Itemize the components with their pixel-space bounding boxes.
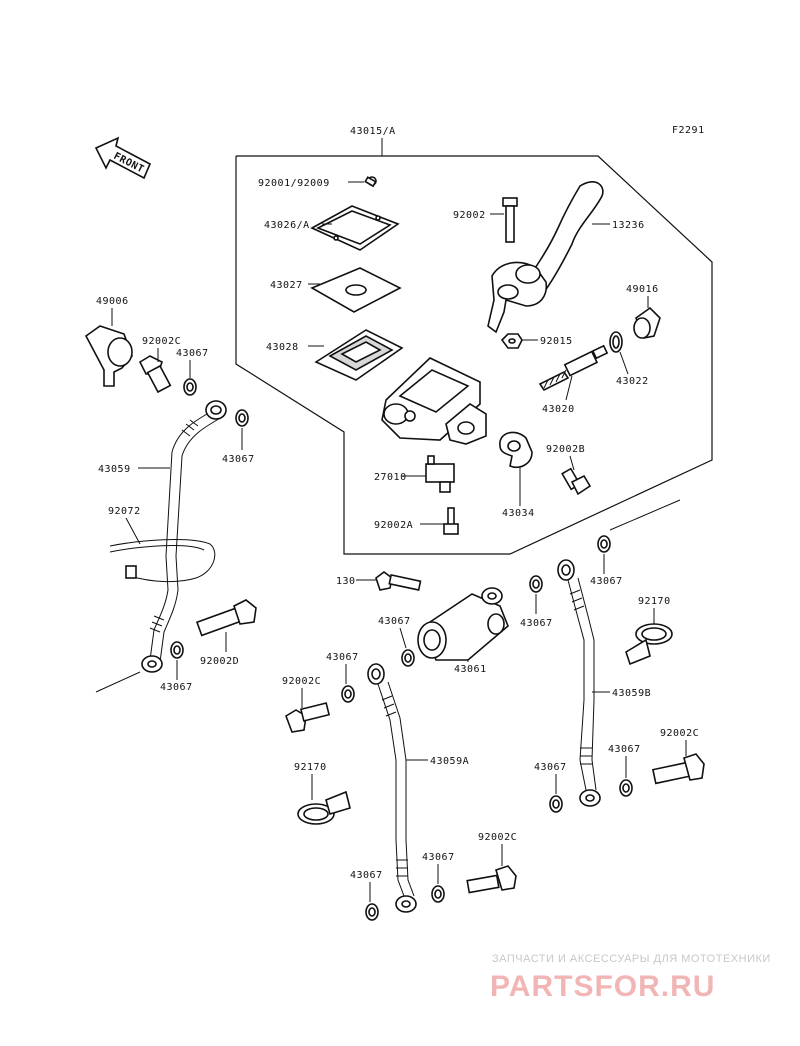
washer bbox=[431, 885, 445, 903]
hose-clamp-92170 bbox=[625, 623, 673, 666]
washer bbox=[401, 649, 415, 667]
label-92002-lever: 92002 bbox=[453, 210, 486, 221]
label-43027: 43027 bbox=[270, 280, 303, 291]
label-27010: 27010 bbox=[374, 472, 407, 483]
washer bbox=[597, 535, 611, 553]
banjo-bolt-92002c bbox=[285, 702, 331, 733]
label-43059b: 43059B bbox=[612, 688, 651, 699]
label-92015: 92015 bbox=[540, 336, 573, 347]
washer bbox=[529, 575, 543, 593]
label-92002c-a: 92002C bbox=[142, 336, 181, 347]
figure-code: F2291 bbox=[672, 125, 705, 136]
label-92002c-b: 92002C bbox=[660, 728, 699, 739]
label-13236: 13236 bbox=[612, 220, 645, 231]
hose-clamp-92170 bbox=[297, 790, 351, 825]
cap-plate bbox=[310, 267, 402, 313]
label-43026a: 43026/A bbox=[264, 220, 310, 231]
clamp-holder bbox=[499, 431, 533, 468]
banjo-bolt-92002c bbox=[138, 355, 172, 394]
label-130: 130 bbox=[336, 576, 356, 587]
washer bbox=[235, 409, 249, 427]
label-49006: 49006 bbox=[96, 296, 129, 307]
diaphragm bbox=[314, 329, 404, 381]
label-43067-d: 43067 bbox=[378, 616, 411, 627]
label-43067-k: 43067 bbox=[422, 852, 455, 863]
banjo-bolt-92002c bbox=[651, 753, 705, 785]
lever-nut bbox=[500, 333, 523, 349]
brake-lever bbox=[487, 181, 604, 334]
label-49016: 49016 bbox=[626, 284, 659, 295]
label-43067-c: 43067 bbox=[160, 682, 193, 693]
label-43015a: 43015/A bbox=[350, 126, 396, 137]
brake-hose-43059b bbox=[557, 559, 601, 807]
assembly-frame bbox=[235, 155, 713, 555]
label-92002c-c: 92002C bbox=[282, 676, 321, 687]
washer bbox=[170, 641, 184, 659]
label-43059: 43059 bbox=[98, 464, 131, 475]
bolt-92002d bbox=[195, 599, 257, 637]
label-92170-b: 92170 bbox=[294, 762, 327, 773]
label-92002d: 92002D bbox=[200, 656, 239, 667]
bolt-92002a bbox=[443, 507, 459, 535]
watermark-brand: PARTSFOR.RU bbox=[490, 970, 715, 1003]
washer bbox=[619, 779, 633, 797]
banjo-boot bbox=[84, 325, 133, 387]
snap-ring bbox=[609, 331, 623, 353]
label-43059a: 43059A bbox=[430, 756, 469, 767]
label-92002c-d: 92002C bbox=[478, 832, 517, 843]
screw-92001 bbox=[364, 176, 377, 188]
watermark-subtitle: ЗАПЧАСТИ И АКСЕССУАРЫ ДЛЯ МОТОТЕХНИКИ bbox=[492, 953, 771, 965]
label-43028: 43028 bbox=[266, 342, 299, 353]
label-43067-j: 43067 bbox=[350, 870, 383, 881]
washer bbox=[549, 795, 563, 813]
washer bbox=[341, 685, 355, 703]
brake-hose-43059 bbox=[141, 400, 227, 673]
hose-joint bbox=[417, 587, 509, 661]
label-43034: 43034 bbox=[502, 508, 535, 519]
label-92002a: 92002A bbox=[374, 520, 413, 531]
label-92072: 92072 bbox=[108, 506, 141, 517]
label-92002b: 92002B bbox=[546, 444, 585, 455]
bolt-130 bbox=[375, 571, 422, 591]
label-43067-i: 43067 bbox=[326, 652, 359, 663]
lever-pivot-bolt bbox=[502, 197, 518, 243]
bolt-92002b bbox=[561, 467, 592, 496]
banjo-bolt-92002c bbox=[466, 865, 517, 894]
dust-boot bbox=[633, 306, 661, 339]
label-43067-a: 43067 bbox=[176, 348, 209, 359]
hose-clamp-tie bbox=[109, 539, 216, 583]
piston-kit bbox=[538, 344, 609, 392]
label-43061: 43061 bbox=[454, 664, 487, 675]
brake-hose-43059a bbox=[367, 663, 417, 913]
label-92001: 92001/92009 bbox=[258, 178, 330, 189]
label-43067-e: 43067 bbox=[520, 618, 553, 629]
label-43067-h: 43067 bbox=[608, 744, 641, 755]
washer bbox=[365, 903, 379, 921]
label-43022: 43022 bbox=[616, 376, 649, 387]
washer bbox=[183, 378, 197, 396]
label-92170-a: 92170 bbox=[638, 596, 671, 607]
front-arrow-icon: FRONT bbox=[94, 136, 152, 180]
label-43067-f: 43067 bbox=[590, 576, 623, 587]
label-43067-b: 43067 bbox=[222, 454, 255, 465]
label-43020: 43020 bbox=[542, 404, 575, 415]
master-cylinder-body bbox=[381, 357, 487, 445]
label-43067-g: 43067 bbox=[534, 762, 567, 773]
reservoir-cap bbox=[310, 205, 400, 251]
brake-switch bbox=[425, 455, 455, 493]
